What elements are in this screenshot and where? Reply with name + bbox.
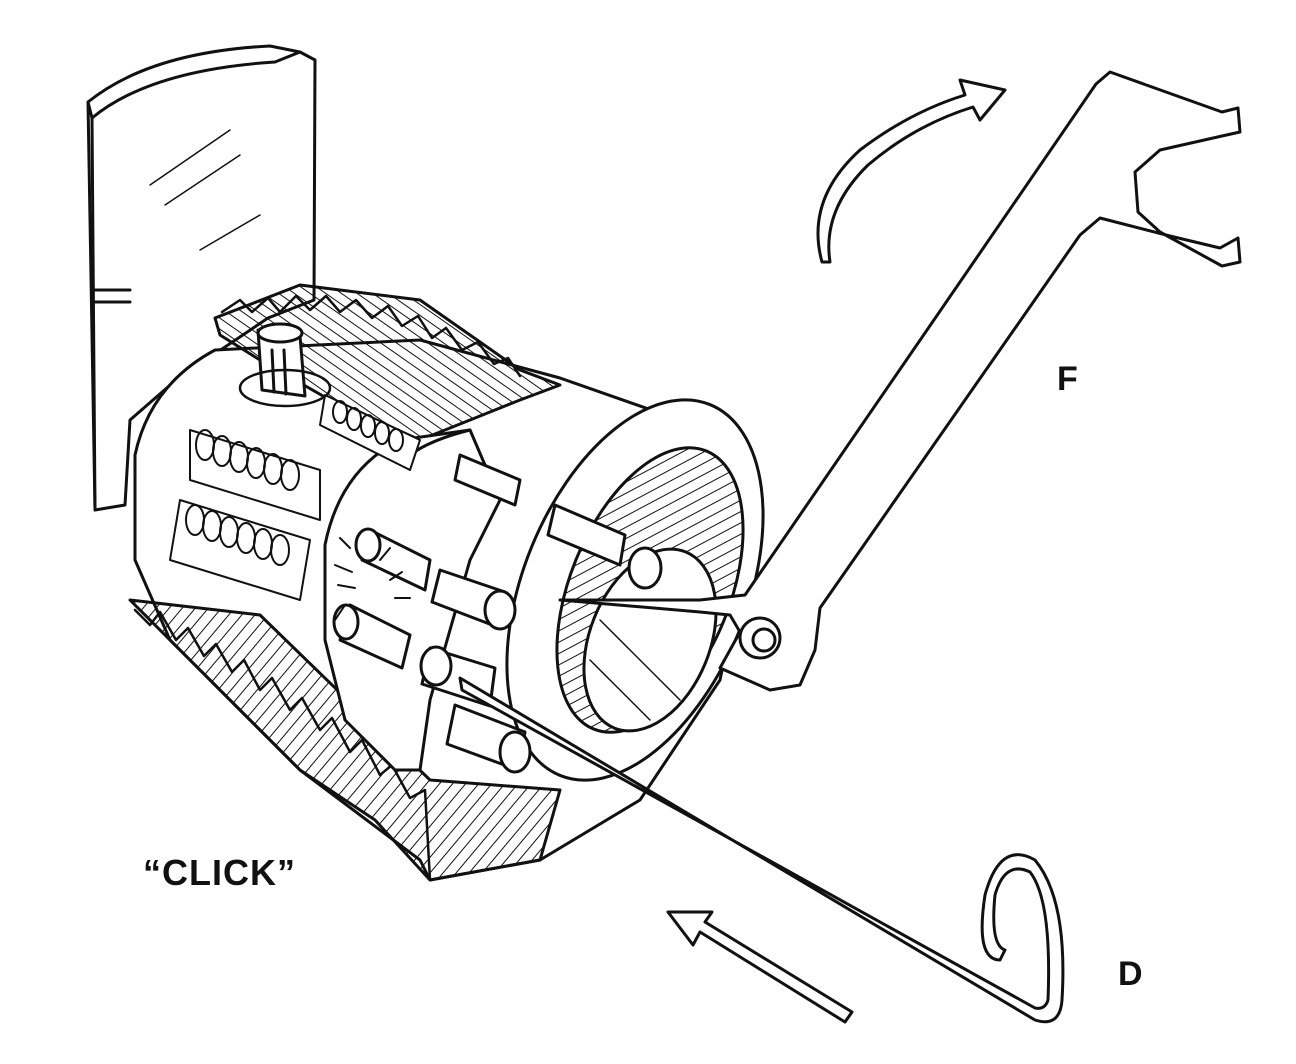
pick-label: D	[1118, 955, 1143, 993]
rotation-arrow-icon	[816, 78, 1007, 264]
click-sound-marks	[334, 537, 411, 621]
spring-channels	[169, 394, 421, 601]
tension-wrench-label: F	[1057, 360, 1078, 398]
lock-pick	[458, 676, 1065, 1024]
pin-tumblers	[332, 453, 663, 774]
click-label: “CLICK”	[143, 852, 296, 893]
insertion-arrow-icon	[666, 910, 854, 1024]
tension-wrench	[558, 70, 1242, 692]
retainer-pin	[238, 322, 332, 408]
